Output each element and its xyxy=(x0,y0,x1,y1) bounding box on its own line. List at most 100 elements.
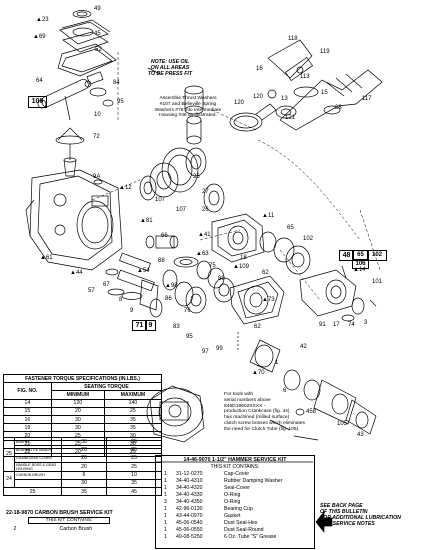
callout-113: 113 xyxy=(300,74,310,80)
callout-83: 83 xyxy=(173,324,180,330)
callout-49: 49 xyxy=(94,6,101,12)
callout-64: 64 xyxy=(36,78,43,84)
hammer-kit-title: 14-46-9070 1-1/2" HAMMER SERVICE KIT xyxy=(183,457,287,463)
carbon-kit-contains: THIS KIT CONTAINS: xyxy=(28,517,110,524)
assembly-note: Assemble Thrust Washers #107 and Bellevi… xyxy=(154,96,222,119)
callout-84: 84 xyxy=(113,80,120,86)
callout-107: 107 xyxy=(155,197,166,203)
torque-col-min: MINIMUM xyxy=(50,390,105,400)
callout-67: 67 xyxy=(103,282,110,288)
callout-43: 43 xyxy=(357,432,364,438)
callout-70: ▲70 xyxy=(252,370,265,376)
torque-col-max: MAXIMUM xyxy=(103,390,163,400)
carbon-brush-kit: 22-18-9870 CARBON BRUSH SERVICE KIT THIS… xyxy=(6,510,146,532)
callout-1: 1 xyxy=(275,360,279,366)
callout-73: ▲73 xyxy=(262,297,275,303)
callout-box-100: 100 xyxy=(28,96,47,108)
callout-14: ▲14 xyxy=(353,267,366,273)
callout-119: 119 xyxy=(320,49,330,55)
callout-box-102: 102 xyxy=(367,250,387,261)
callout-6: 6 xyxy=(283,388,287,394)
callout-41: ▲41 xyxy=(198,232,211,238)
callout-88b: 88 xyxy=(218,276,225,282)
callout-9a: 9A xyxy=(93,174,101,180)
callout-box-65: 65 xyxy=(352,250,369,261)
torque-title: FASTENER TORQUE SPECIFICATIONS (IN.LBS.) xyxy=(3,373,162,384)
callout-97: 97 xyxy=(202,349,209,355)
callout-23: ▲23 xyxy=(36,17,49,23)
callout-box-106: 106 xyxy=(352,259,369,269)
callout-63: ▲63 xyxy=(196,251,209,257)
callout-9: 9 xyxy=(130,308,134,314)
callout-13: 13 xyxy=(281,96,288,102)
callout-95: 95 xyxy=(117,99,124,105)
callout-12: ▲12 xyxy=(119,185,132,191)
callout-10: 10 xyxy=(94,112,101,118)
callout-62: 62 xyxy=(262,270,269,276)
torque-col-fig: FIG. NO. xyxy=(3,382,52,400)
callout-69: ▲69 xyxy=(33,34,46,40)
callout-91: 91 xyxy=(319,322,326,328)
carbon-kit-desc: Carbon Brush xyxy=(59,526,93,532)
callout-27: 27 xyxy=(202,189,209,195)
callout-box-9: 9 xyxy=(145,320,156,331)
callout-box-48: 48 xyxy=(339,250,354,261)
callout-98: ▲98 xyxy=(165,283,178,289)
callout-42: 42 xyxy=(300,344,307,350)
callout-75: 75 xyxy=(209,263,216,269)
callout-65: 65 xyxy=(287,225,294,231)
carbon-kit-title: 22-18-9870 CARBON BRUSH SERVICE KIT xyxy=(6,510,113,516)
torque-col-seat: SEATING TORQUE xyxy=(50,382,163,392)
callout-44: ▲44 xyxy=(70,270,83,276)
callout-25: 25 xyxy=(193,174,200,180)
callout-17: 17 xyxy=(333,322,340,328)
note-use-oil: NOTE: USE OIL ON ALL AREAS TO BE PRESS F… xyxy=(147,59,192,77)
callout-18: 18 xyxy=(240,255,247,261)
callout-120b: 120 xyxy=(234,100,245,106)
callout-117: 117 xyxy=(362,96,372,102)
callout-101: 101 xyxy=(372,279,383,285)
callout-45: 45 xyxy=(94,31,101,37)
callout-8: 8 xyxy=(119,297,123,303)
callout-15: 15 xyxy=(321,90,328,96)
callout-121: 121 xyxy=(285,115,296,121)
tools-serial-note: For tools with serial numbers above 845D… xyxy=(224,392,305,432)
callout-88: 88 xyxy=(158,258,165,264)
callout-72: 72 xyxy=(93,134,100,140)
callout-95b: 95 xyxy=(186,334,193,340)
callout-109: ▲109 xyxy=(233,264,249,270)
callout-11: ▲11 xyxy=(262,213,275,219)
callout-105: 105 xyxy=(337,421,348,427)
hammer-service-kit: 14-46-9070 1-1/2" HAMMER SERVICE KIT THI… xyxy=(155,455,315,549)
callout-66: 66 xyxy=(161,233,168,239)
callout-57: 57 xyxy=(88,288,95,294)
callout-54: ▲54 xyxy=(137,268,150,274)
callout-74: 74 xyxy=(348,322,355,328)
callout-28: 28 xyxy=(335,105,342,111)
callout-62b: 62 xyxy=(254,324,261,330)
callout-86: 86 xyxy=(165,296,172,302)
callout-3: 3 xyxy=(364,320,368,326)
callout-102: 102 xyxy=(303,236,314,242)
